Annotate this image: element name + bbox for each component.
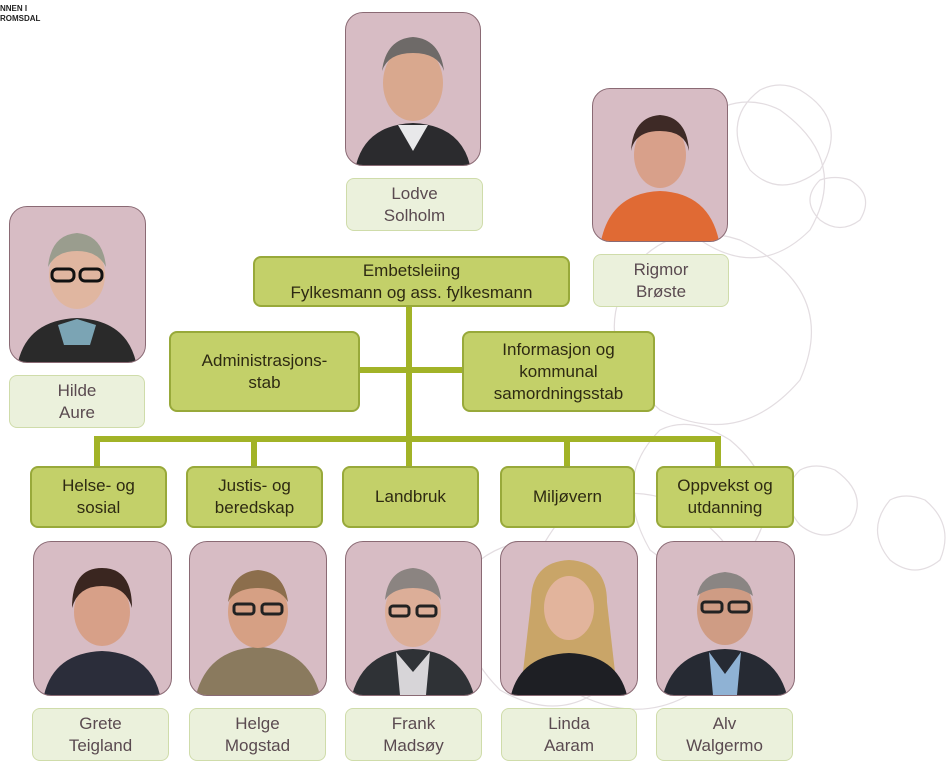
photo-rigmor-broste	[592, 88, 728, 242]
person-portrait-icon	[196, 570, 320, 695]
department-box-health: Helse- og sosial	[30, 466, 167, 528]
leadership-line-1: Embetsleiing	[362, 260, 461, 280]
department-box-justice: Justis- og beredskap	[186, 466, 323, 528]
name-last: Madsøy	[383, 735, 444, 755]
department-box-education: Oppvekst og utdanning	[656, 466, 794, 528]
name-last: Teigland	[68, 735, 133, 755]
name-first: Lodve	[391, 183, 438, 203]
photo-linda-aaram	[500, 541, 638, 696]
name-box-rigmor: Rigmor Brøste	[593, 254, 729, 307]
connector-drop-1	[94, 436, 100, 468]
department-line-2: beredskap	[214, 498, 295, 517]
person-portrait-icon	[356, 37, 470, 165]
person-portrait-icon	[601, 115, 719, 241]
name-box-alv: Alv Walgermo	[656, 708, 793, 761]
department-line-2: sosial	[76, 498, 121, 517]
photo-lodve-solholm	[345, 12, 481, 166]
person-portrait-icon	[352, 568, 474, 695]
info-staff-line-1: Informasjon og	[502, 339, 615, 359]
name-box-helge: Helge Mogstad	[189, 708, 326, 761]
admin-staff-line-1: Administrasjons-	[201, 350, 328, 370]
info-staff-line-2: kommunal	[519, 361, 598, 381]
photo-frank-madsoy	[345, 541, 482, 696]
person-portrait-icon	[44, 568, 160, 695]
department-line-1: Oppvekst og	[677, 476, 773, 495]
name-box-linda: Linda Aaram	[501, 708, 637, 761]
name-first: Frank	[391, 713, 436, 733]
name-first: Helge	[235, 713, 280, 733]
photo-alv-walgermo	[656, 541, 795, 696]
organization-logo-text: NNEN I ROMSDAL	[0, 4, 40, 24]
name-last: Solholm	[383, 205, 446, 225]
connector-staff	[358, 367, 464, 373]
name-first: Hilde	[57, 380, 97, 400]
department-line-1: Helse- og	[62, 476, 135, 495]
name-box-hilde: Hilde Aure	[9, 375, 145, 428]
person-portrait-icon	[511, 560, 627, 695]
department-line-1: Justis- og	[218, 476, 291, 495]
department-line-1: Miljøvern	[533, 487, 602, 506]
name-first: Rigmor	[633, 259, 689, 279]
person-portrait-icon	[18, 233, 136, 362]
department-line-1: Landbruk	[375, 487, 446, 506]
department-box-agriculture: Landbruk	[342, 466, 479, 528]
name-last: Mogstad	[224, 735, 291, 755]
connector-trunk	[406, 304, 412, 442]
department-box-environment: Miljøvern	[500, 466, 635, 528]
name-last: Walgermo	[686, 735, 763, 755]
info-staff-box: Informasjon og kommunal samordningsstab	[462, 331, 655, 412]
department-line-2: utdanning	[687, 498, 763, 517]
photo-hilde-aure	[9, 206, 146, 363]
photo-helge-mogstad	[189, 541, 327, 696]
admin-staff-box: Administrasjons- stab	[169, 331, 360, 412]
leadership-line-2: Fylkesmann og ass. fylkesmann	[290, 282, 533, 302]
leadership-box: Embetsleiing Fylkesmann og ass. fylkesma…	[253, 256, 570, 307]
name-box-grete: Grete Teigland	[32, 708, 169, 761]
name-first: Linda	[548, 713, 590, 733]
name-first: Grete	[79, 713, 122, 733]
admin-staff-line-2: stab	[248, 372, 281, 392]
person-portrait-icon	[663, 572, 787, 695]
name-last: Aure	[59, 402, 95, 422]
name-last: Brøste	[635, 281, 687, 301]
connector-drop-2	[251, 436, 257, 468]
connector-drop-4	[564, 436, 570, 468]
logo-line-1: NNEN I	[0, 4, 28, 13]
name-box-lodve: Lodve Solholm	[346, 178, 483, 231]
connector-drop-5	[715, 436, 721, 468]
logo-line-2: ROMSDAL	[0, 14, 41, 23]
photo-grete-teigland	[33, 541, 172, 696]
name-last: Aaram	[543, 735, 595, 755]
name-first: Alv	[712, 713, 737, 733]
name-box-frank: Frank Madsøy	[345, 708, 482, 761]
connector-drop-3	[406, 436, 412, 468]
info-staff-line-3: samordningsstab	[493, 383, 624, 403]
